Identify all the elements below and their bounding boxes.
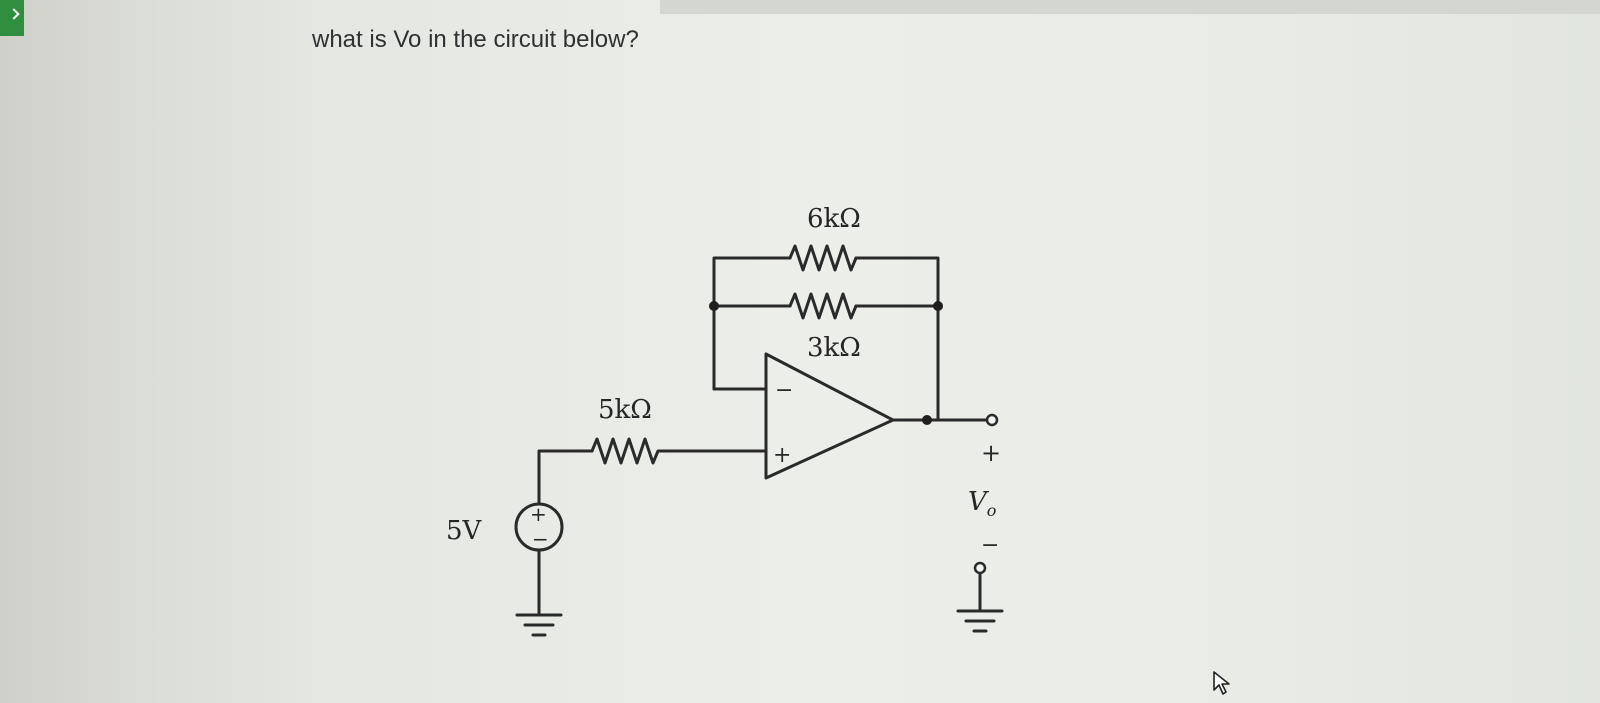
node-dot-output — [922, 415, 932, 425]
output-voltage-letter: V — [968, 487, 989, 517]
output-terminal-bottom — [973, 561, 987, 575]
source-plus-sign: + — [530, 502, 547, 526]
output-terminal-top — [985, 413, 999, 427]
source-top-wire — [537, 449, 594, 506]
ground-right — [956, 609, 1004, 633]
expand-tab-icon[interactable] — [0, 0, 24, 36]
node-dot-right — [933, 301, 943, 311]
opamp-noninverting-sign: + — [773, 443, 791, 468]
resistor-6k — [788, 244, 858, 272]
resistor-6k-label: 6kΩ — [807, 204, 861, 234]
top-bar — [660, 0, 1600, 14]
feedback-top-right-wire — [854, 256, 940, 308]
opamp-inverting-sign: − — [775, 378, 793, 403]
mouse-pointer-icon — [1213, 671, 1230, 695]
resistor-5k-label: 5kΩ — [598, 395, 652, 425]
output-voltage-label: Vo — [968, 487, 996, 520]
ground-left — [515, 613, 563, 637]
question-text: what is Vo in the circuit below? — [312, 26, 639, 53]
left-margin — [0, 0, 120, 703]
node-dot-left — [709, 301, 719, 311]
resistor-3k-label: 3kΩ — [807, 333, 861, 363]
source-voltage-label: 5V — [446, 516, 483, 546]
opamp-triangle — [764, 352, 895, 480]
resistor-5k — [590, 437, 666, 465]
output-voltage-subscript: o — [987, 501, 997, 520]
resistor-3k — [788, 292, 858, 320]
output-plus-sign: + — [981, 439, 1001, 467]
feedback-left-wire — [712, 256, 792, 391]
output-minus-sign: − — [981, 533, 999, 558]
source-minus-sign: − — [532, 527, 549, 551]
